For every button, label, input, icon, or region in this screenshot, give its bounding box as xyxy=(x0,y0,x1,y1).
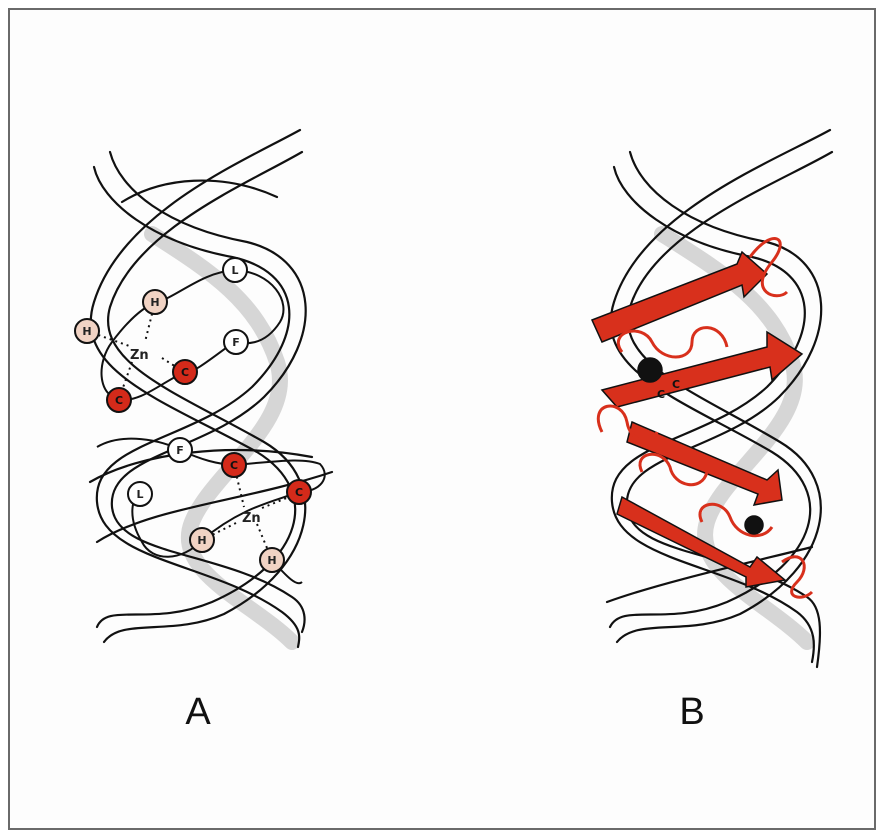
beta-arrow-2 xyxy=(602,332,802,407)
annotation-c-1: C xyxy=(657,388,665,401)
beta-arrow-3 xyxy=(627,422,782,505)
residue-label-5: C xyxy=(115,394,123,407)
zn-atom-b1 xyxy=(638,358,662,382)
zn-label-2: Zn xyxy=(242,511,261,526)
residue-label-0: L xyxy=(231,264,238,277)
residue-label-7: C xyxy=(230,459,238,472)
panel-a: Zn Zn L H H F C C F C L C H H A xyxy=(75,130,332,733)
residue-label-4: C xyxy=(181,366,189,379)
residue-label-9: C xyxy=(295,486,303,499)
panel-label-b: B xyxy=(679,691,704,733)
dna-double-helix-a xyxy=(90,130,332,647)
residue-label-10: H xyxy=(197,534,206,547)
dna-strand-a3 xyxy=(122,181,277,202)
zn-atom-b2 xyxy=(745,516,763,534)
panel-b: C C B xyxy=(592,130,832,733)
panel-label-a: A xyxy=(185,691,211,733)
residue-label-2: H xyxy=(82,325,91,338)
residue-label-1: H xyxy=(150,296,159,309)
residue-label-8: L xyxy=(136,488,143,501)
residue-label-6: F xyxy=(176,444,184,457)
residue-label-3: F xyxy=(232,336,240,349)
zn-label-1: Zn xyxy=(130,348,149,363)
annotation-c-2: C xyxy=(672,378,680,391)
residue-label-11: H xyxy=(267,554,276,567)
